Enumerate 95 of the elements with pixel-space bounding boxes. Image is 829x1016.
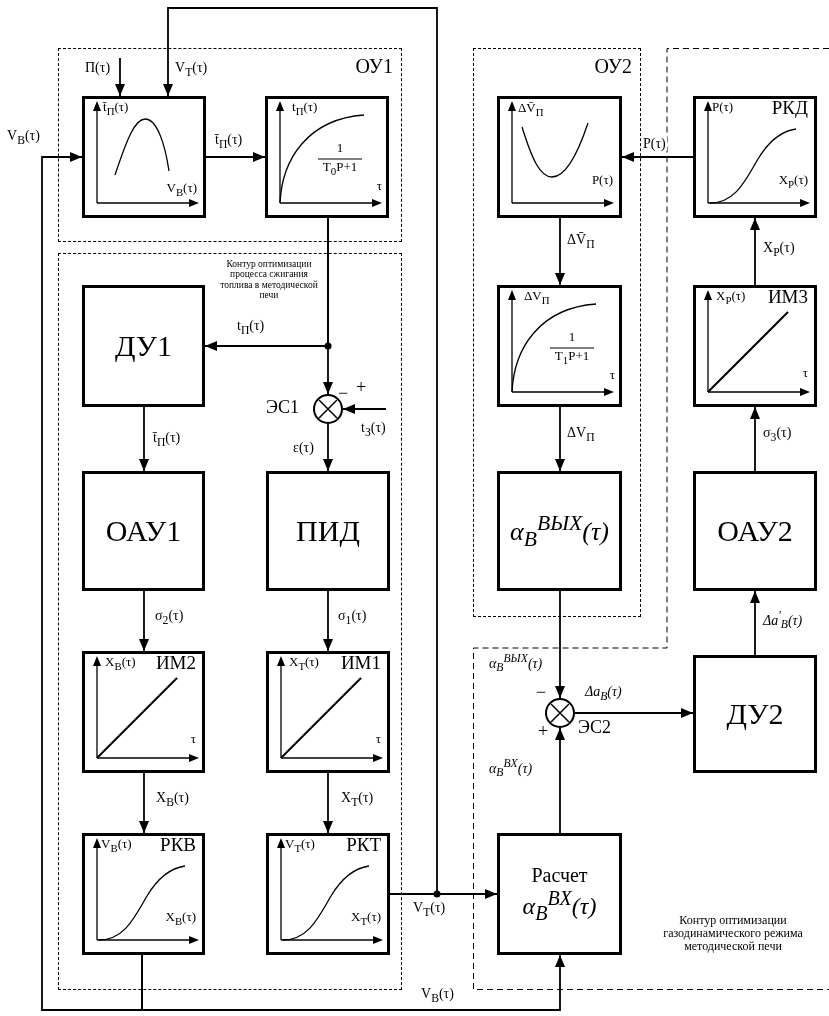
junction-label: ЭС2: [578, 718, 611, 738]
characteristic-block: [266, 651, 390, 773]
process-box: [693, 471, 817, 591]
axis-label: V$_{В}$(τ): [101, 837, 132, 855]
process-box: [497, 471, 622, 591]
axis-label: ΔV̄$_{П}$: [518, 101, 544, 119]
region-caption: Контур оптимизации процесса сжигания топлива в методической печи: [219, 259, 319, 301]
arrow: [139, 772, 149, 834]
arrow: [141, 954, 565, 1011]
axis-label: V$_{Т}$(τ): [285, 837, 315, 855]
region-title: ОУ1: [355, 55, 393, 77]
block-label: ДУ2: [726, 696, 784, 732]
dashed-region: [58, 253, 402, 990]
dashed-region: [473, 48, 829, 990]
arrow: [205, 152, 266, 162]
block-label: Расчет: [531, 863, 588, 887]
arrow: [41, 152, 143, 1011]
region-caption: Контур оптимизации газодинамического режима методической печи: [662, 914, 804, 954]
transfer-function-denominator: T$_{0}$P+1: [322, 160, 358, 178]
arrow: [574, 708, 694, 718]
characteristic-block: [693, 96, 817, 218]
transfer-function-denominator: T$_{1}$P+1: [554, 349, 590, 367]
axis-label: t$_{П}$(τ): [292, 100, 318, 118]
arrow: [323, 772, 333, 834]
axis-label: τ: [802, 366, 808, 381]
arrow: [555, 217, 565, 286]
transfer-function-numerator: 1: [568, 330, 576, 345]
sign-label: +: [356, 378, 367, 398]
axis-label: X$_{Р}$(τ): [716, 289, 746, 307]
summing-junction: [545, 698, 575, 728]
block-label: ИМ3: [767, 287, 808, 308]
axis-label: ΔV$_{П}$: [524, 289, 550, 307]
axis-label: X$_{В}$(τ): [105, 655, 136, 673]
sign-label: +: [538, 722, 549, 742]
characteristic-block: [266, 833, 390, 955]
characteristic-block: [497, 96, 622, 218]
edge-label: П(τ): [84, 60, 112, 76]
characteristic-block: [82, 96, 206, 218]
arrow: [555, 590, 565, 699]
arrow: [139, 406, 149, 472]
axis-label: τ: [609, 368, 615, 383]
axis-label: V$_{В}$(τ): [166, 181, 197, 199]
axis-label: τ: [190, 732, 196, 747]
process-box: [497, 833, 622, 955]
sign-label: −: [338, 384, 349, 404]
characteristic-block: [497, 285, 622, 407]
arrow: [323, 217, 333, 395]
axis-label: X$_{Т}$(τ): [351, 910, 381, 928]
transfer-function-numerator: 1: [336, 141, 344, 156]
axis-label: X$_{Т}$(τ): [289, 655, 319, 673]
region-title: ОУ2: [594, 55, 632, 77]
axis-label: P(τ): [712, 100, 734, 115]
summing-junction: [313, 394, 343, 424]
block-label: ДУ1: [114, 328, 173, 364]
block-label: ИМ1: [340, 653, 381, 674]
arrow: [750, 590, 760, 656]
arrow: [621, 152, 694, 162]
arrow: [323, 423, 333, 472]
arrow: [555, 727, 565, 834]
formula: α$_{B}$$^{BX}$(τ): [522, 886, 597, 925]
axis-label: P(τ): [591, 173, 613, 188]
axis-label: t̄$_{П}$(τ): [103, 100, 129, 118]
block-label: РКВ: [160, 835, 196, 856]
axis-label: τ: [375, 732, 381, 747]
block-label: ОАУ2: [717, 513, 793, 549]
junction-label: ЭС1: [266, 398, 299, 418]
arrow: [323, 590, 333, 652]
block-label: ОАУ1: [105, 513, 182, 549]
characteristic-block: [82, 651, 205, 773]
process-box: [266, 471, 390, 591]
dashed-region: [58, 48, 402, 242]
arrow: [750, 406, 760, 472]
axis-label: X$_{Р}$(τ): [778, 173, 808, 191]
arrow: [115, 57, 125, 97]
axis-label: τ: [376, 179, 382, 194]
block-label: α$_{B}$$^{ВЫХ}$(τ): [510, 510, 609, 552]
arrow: [139, 590, 149, 652]
characteristic-block: [82, 833, 205, 955]
process-box: [82, 471, 205, 591]
sign-label: −: [536, 683, 547, 703]
process-box: [82, 285, 205, 407]
characteristic-block: [693, 285, 817, 407]
process-box: [693, 655, 817, 773]
arrow: [555, 406, 565, 472]
characteristic-block: [265, 96, 389, 218]
arrow: [389, 889, 498, 899]
edge-label: ε(τ): [292, 440, 315, 456]
block-label: ИМ2: [155, 653, 196, 674]
arrow: [342, 404, 387, 414]
axis-label: X$_{В}$(τ): [165, 910, 196, 928]
block-label: РКТ: [346, 835, 381, 856]
block-label: РКД: [771, 98, 808, 119]
arrow: [750, 217, 760, 286]
edge-label: P(τ): [642, 136, 667, 152]
block-label: ПИД: [296, 513, 360, 549]
